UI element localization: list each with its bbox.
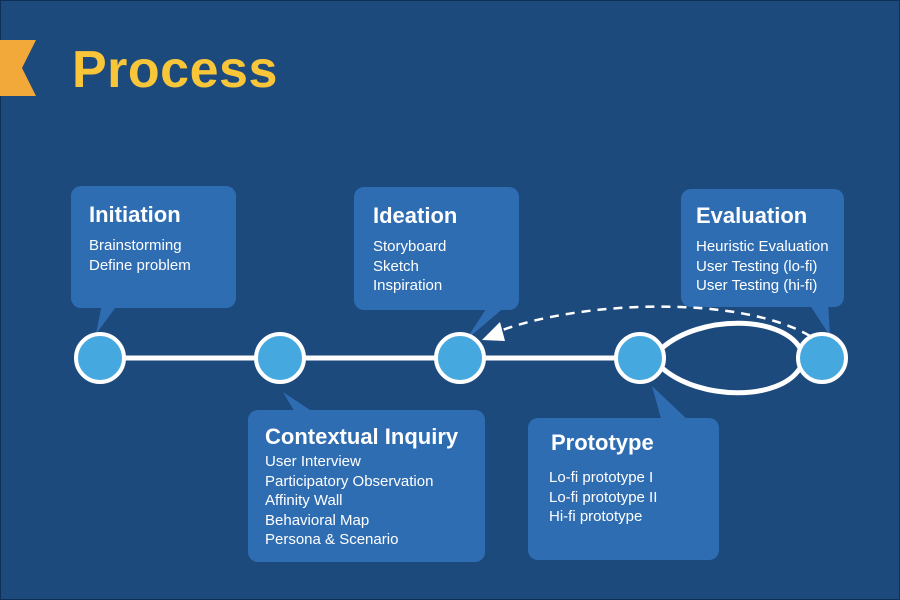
stage-heading: Evaluation — [696, 203, 808, 228]
stage-items: Heuristic Evaluation User Testing (lo-fi… — [696, 237, 829, 296]
feedback-arrow — [496, 305, 811, 338]
stage-item: User Testing (lo-fi) — [696, 257, 818, 275]
bubble-ideation — [354, 187, 519, 340]
stage-item: Affinity Wall — [265, 492, 343, 509]
stage-heading: Initiation — [89, 202, 181, 227]
stage-item: Storyboard — [373, 238, 447, 255]
iteration-loop-bottom — [660, 366, 803, 396]
node-prototype — [614, 332, 666, 384]
iteration-loop-top — [660, 320, 803, 350]
node-initiation — [74, 332, 126, 384]
stage-item: Heuristic Evaluation — [696, 238, 829, 255]
stage-item: Lo-fi prototype II — [549, 488, 658, 506]
stage-item: User Testing (hi-fi) — [696, 277, 818, 294]
stage-items: Storyboard Sketch Inspiration — [373, 237, 446, 296]
bookmark-flag-icon — [0, 40, 36, 96]
page-title: Process — [72, 41, 278, 99]
stage-item: Behavioral Map — [265, 511, 370, 529]
bubble-contextual-inquiry — [248, 392, 485, 562]
stage-item: Define problem — [89, 256, 191, 274]
stage-items: User Interview Participatory Observation… — [265, 452, 433, 550]
stage-item: Persona & Scenario — [265, 531, 399, 548]
stage-items: Brainstorming Define problem — [89, 236, 191, 275]
arrowhead-icon — [482, 322, 505, 341]
bubble-evaluation — [681, 189, 844, 336]
stage-item: Participatory Observation — [265, 472, 434, 490]
stage-item: Lo-fi prototype I — [549, 469, 654, 486]
stage-heading: Prototype — [551, 430, 654, 455]
stage-heading: Contextual Inquiry — [265, 424, 459, 449]
stage-item: Inspiration — [373, 277, 443, 294]
stage-items: Lo-fi prototype I Lo-fi prototype II Hi-… — [549, 468, 657, 527]
stage-item: User Interview — [265, 453, 361, 470]
bubble-initiation — [71, 186, 236, 334]
bubble-prototype — [528, 386, 719, 560]
stage-item: Sketch — [373, 257, 419, 275]
stage-item: Hi-fi prototype — [549, 508, 643, 525]
node-ideation — [434, 332, 486, 384]
node-contextual-inquiry — [254, 332, 306, 384]
stage-item: Brainstorming — [89, 237, 182, 254]
stage-heading: Ideation — [373, 203, 458, 228]
node-evaluation — [796, 332, 848, 384]
